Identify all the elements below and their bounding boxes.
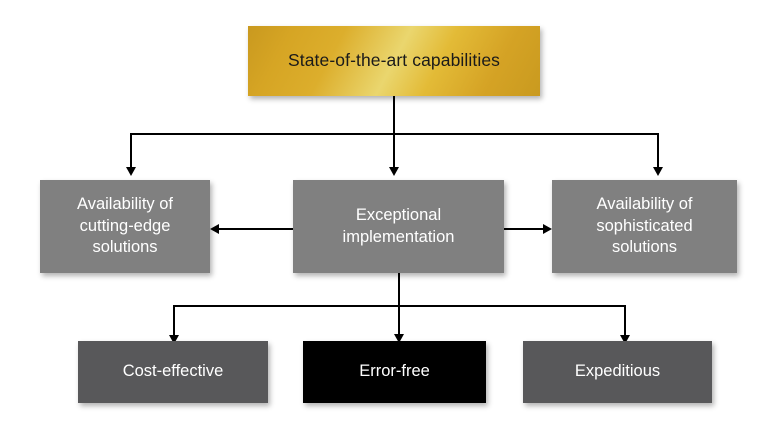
node-label: Expeditious <box>574 362 661 381</box>
node-label: Exceptional implementation <box>342 205 455 246</box>
connector-top-drop-left <box>130 133 132 167</box>
node-state-of-the-art-capabilities[interactable]: State-of-the-art capabilities <box>248 26 540 96</box>
node-label: State-of-the-art capabilities <box>287 50 501 71</box>
arrowhead-down-left <box>126 167 136 176</box>
connector-top-drop-right <box>657 133 659 167</box>
connector-center-stem <box>398 273 400 345</box>
connector-bottom-bus <box>173 305 626 307</box>
node-cost-effective[interactable]: Cost-effective <box>78 341 268 403</box>
node-expeditious[interactable]: Expeditious <box>523 341 712 403</box>
connector-bottom-drop-left <box>173 305 175 341</box>
node-label: Cost-effective <box>122 362 224 381</box>
connector-center-to-right <box>504 228 543 230</box>
node-label: Error-free <box>359 362 430 381</box>
arrowhead-right <box>543 224 552 234</box>
arrowhead-down-bottom-center <box>394 334 404 343</box>
node-label: Availability of sophisticated solutions <box>596 194 693 257</box>
node-availability-of-cutting-edge-solutions[interactable]: Availability of cutting-edge solutions <box>40 180 210 273</box>
connector-center-to-left <box>219 228 293 230</box>
arrowhead-left <box>210 224 219 234</box>
node-availability-of-sophisticated-solutions[interactable]: Availability of sophisticated solutions <box>552 180 737 273</box>
node-error-free[interactable]: Error-free <box>303 341 486 403</box>
connector-root-stem <box>393 96 395 134</box>
node-exceptional-implementation[interactable]: Exceptional implementation <box>293 180 504 273</box>
arrowhead-down-bottom-right <box>620 335 630 344</box>
arrowhead-down-right <box>653 167 663 176</box>
connector-bottom-drop-right <box>624 305 626 341</box>
arrowhead-down-center <box>389 167 399 176</box>
arrowhead-down-bottom-left <box>169 335 179 344</box>
connector-top-drop-center <box>393 133 395 167</box>
node-label: Availability of cutting-edge solutions <box>77 194 173 257</box>
